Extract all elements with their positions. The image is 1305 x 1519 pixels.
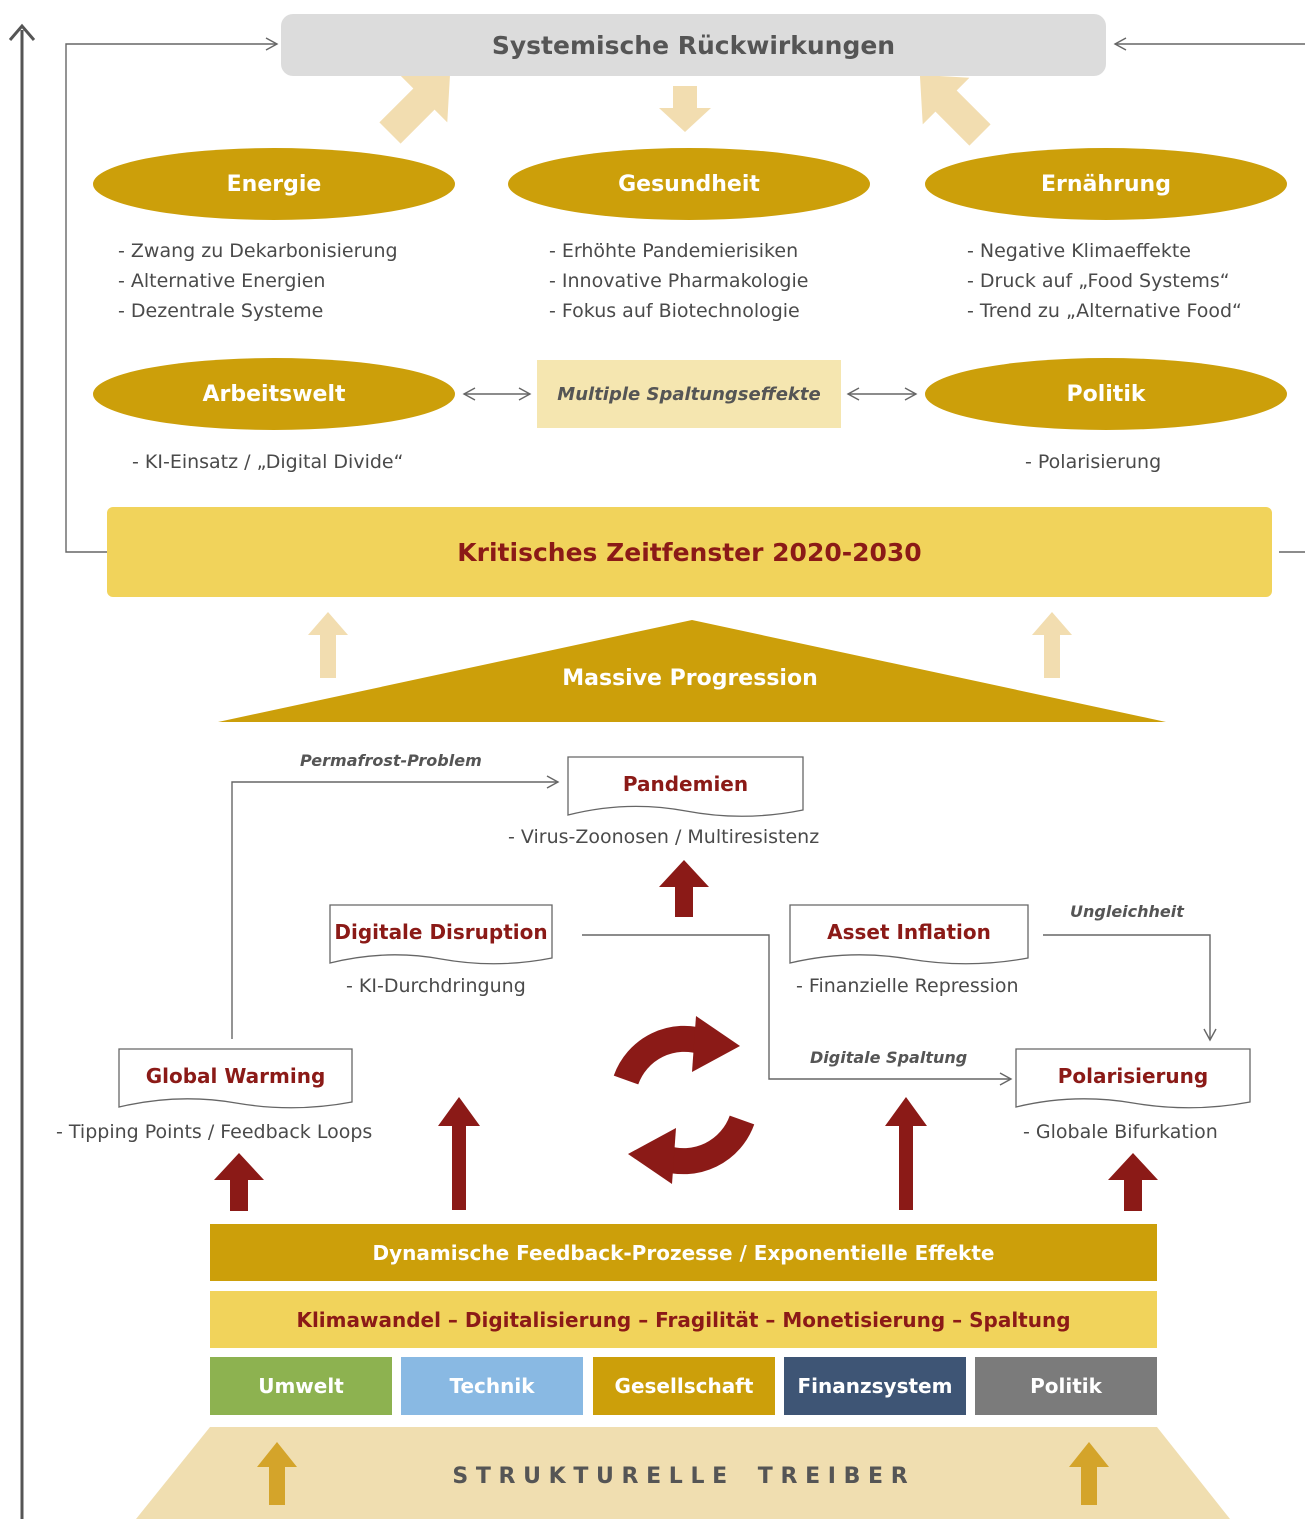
driver-pandemien-label: Pandemien [622, 772, 749, 796]
driver-digitale-disruption-sub: - KI-Durchdringung [346, 975, 526, 997]
driver-pandemien-sub: - Virus-Zoonosen / Multiresistenz [508, 826, 820, 848]
driver-digitale-disruption-label: Digitale Disruption [334, 920, 548, 944]
foundation-trapezoid [136, 1427, 1230, 1519]
down-arrow-right-icon [919, 74, 991, 146]
oval-energie-label: Energie [226, 171, 322, 197]
oval-ernaehrung-label: Ernährung [1041, 171, 1171, 197]
red-up-arrow-digital-icon [438, 1097, 480, 1210]
oval-gesundheit-label: Gesundheit [618, 171, 760, 197]
doc-shape-pandemien [567, 756, 804, 817]
center-box-spaltungseffekte: Multiple Spaltungseffekte [537, 360, 841, 428]
category-gesellschaft-label: Gesellschaft [614, 1374, 754, 1398]
center-box-label: Multiple Spaltungseffekte [557, 383, 821, 405]
list-item: - Negative Klimaeffekte [967, 240, 1191, 262]
foundation-arrow-right-icon [1069, 1442, 1109, 1505]
critical-window-bar: Kritisches Zeitfenster 2020-2030 [107, 507, 1272, 597]
list-item: - Erhöhte Pandemierisiken [549, 240, 799, 262]
feedback-loop-left [65, 37, 279, 553]
category-umwelt: Umwelt [210, 1357, 392, 1415]
category-politik: Politik [975, 1357, 1157, 1415]
foundation-label: S T R U K T U R E L L E T R E I B E R [330, 1456, 1030, 1496]
banner-title: Systemische Rückwirkungen [491, 30, 896, 60]
progression-label: Massive Progression [440, 660, 940, 696]
red-up-arrow-polarisierung-icon [1108, 1153, 1158, 1211]
red-up-arrow-asset-icon [885, 1097, 927, 1210]
list-item: - Alternative Energien [118, 270, 326, 292]
doc-shape-polarisierung [1015, 1048, 1251, 1109]
oval-ernaehrung: Ernährung [925, 148, 1287, 220]
driver-polarisierung-sub: - Globale Bifurkation [1023, 1121, 1218, 1143]
red-up-arrow-pandemien-icon [659, 860, 709, 917]
driver-pandemien: Pandemien [568, 757, 803, 811]
down-arrow-center-icon [659, 86, 711, 132]
oval-politik: Politik [925, 358, 1287, 430]
time-axis-arrow [8, 23, 36, 1519]
politik-list: - Polarisierung [1025, 447, 1161, 477]
progression-text: Massive Progression [562, 665, 818, 691]
doc-shape-asset-inflation [789, 904, 1029, 965]
oval-politik-label: Politik [1066, 381, 1146, 407]
arbeitswelt-list: - KI-Einsatz / „Digital Divide“ [132, 447, 403, 477]
list-item: - Trend zu „Alternative Food“ [967, 300, 1242, 322]
oval-energie: Energie [93, 148, 455, 220]
systemic-feedback-banner: Systemische Rückwirkungen [281, 14, 1106, 76]
driver-polarisierung-label: Polarisierung [1057, 1064, 1209, 1088]
themes-bar: Klimawandel – Digitalisierung – Fragilit… [210, 1291, 1157, 1348]
oval-arbeitswelt-label: Arbeitswelt [202, 381, 346, 407]
driver-asset-inflation-label: Asset Inflation [827, 920, 991, 944]
category-technik: Technik [401, 1357, 583, 1415]
list-item: - Druck auf „Food Systems“ [967, 270, 1230, 292]
feedback-process-bar: Dynamische Feedback-Prozesse / Exponenti… [210, 1224, 1157, 1281]
critical-window-label: Kritisches Zeitfenster 2020-2030 [457, 537, 922, 567]
edge-label-permafrost: Permafrost-Problem [300, 751, 482, 770]
connector-permafrost [231, 775, 560, 1039]
ernaehrung-list: - Negative Klimaeffekte - Druck auf „Foo… [967, 236, 1242, 326]
driver-global-warming-label: Global Warming [145, 1064, 326, 1088]
category-umwelt-label: Umwelt [258, 1374, 344, 1398]
red-up-arrow-global-warming-icon [214, 1153, 264, 1211]
driver-global-warming-sub: - Tipping Points / Feedback Loops [56, 1121, 373, 1143]
connector-ungleichheit [1043, 934, 1217, 1042]
list-item: - Dezentrale Systeme [118, 300, 324, 322]
list-item: - KI-Einsatz / „Digital Divide“ [132, 451, 404, 473]
up-arrow-pale-left-icon [308, 612, 348, 678]
list-item: - Fokus auf Biotechnologie [549, 300, 800, 322]
energie-list: - Zwang zu Dekarbonisierung - Alternativ… [118, 236, 398, 326]
oval-arbeitswelt: Arbeitswelt [93, 358, 455, 430]
list-item: - Zwang zu Dekarbonisierung [118, 240, 398, 262]
list-item: - Innovative Pharmakologie [549, 270, 809, 292]
driver-polarisierung: Polarisierung [1016, 1049, 1250, 1103]
progression-triangle [218, 620, 1166, 722]
feedback-process-label: Dynamische Feedback-Prozesse / Exponenti… [372, 1240, 995, 1265]
category-politik-label: Politik [1030, 1374, 1102, 1398]
category-gesellschaft: Gesellschaft [593, 1357, 775, 1415]
driver-global-warming: Global Warming [119, 1049, 352, 1103]
doc-shape-digitale-disruption [329, 904, 553, 965]
refresh-cycle-icon [613, 1016, 755, 1184]
category-finanzsystem-label: Finanzsystem [797, 1374, 953, 1398]
down-arrow-left-icon [379, 72, 451, 144]
edge-label-digitale-spaltung: Digitale Spaltung [810, 1048, 968, 1067]
themes-label: Klimawandel – Digitalisierung – Fragilit… [296, 1307, 1071, 1332]
oval-gesundheit: Gesundheit [508, 148, 870, 220]
driver-asset-inflation-sub: - Finanzielle Repression [796, 975, 1019, 997]
driver-digitale-disruption: Digitale Disruption [330, 905, 552, 959]
connector-digitale-spaltung [582, 934, 1013, 1086]
foundation-text: S T R U K T U R E L L E T R E I B E R [452, 1463, 908, 1489]
foundation-arrow-left-icon [257, 1442, 297, 1505]
gesundheit-list: - Erhöhte Pandemierisiken - Innovative P… [549, 236, 808, 326]
list-item: - Polarisierung [1025, 451, 1162, 473]
edge-label-ungleichheit: Ungleichheit [1070, 902, 1184, 921]
category-technik-label: Technik [449, 1374, 535, 1398]
driver-asset-inflation: Asset Inflation [790, 905, 1028, 959]
category-finanzsystem: Finanzsystem [784, 1357, 966, 1415]
up-arrow-pale-right-icon [1032, 612, 1072, 678]
doc-shape-global-warming [118, 1048, 353, 1109]
feedback-loop-right [1113, 37, 1305, 553]
